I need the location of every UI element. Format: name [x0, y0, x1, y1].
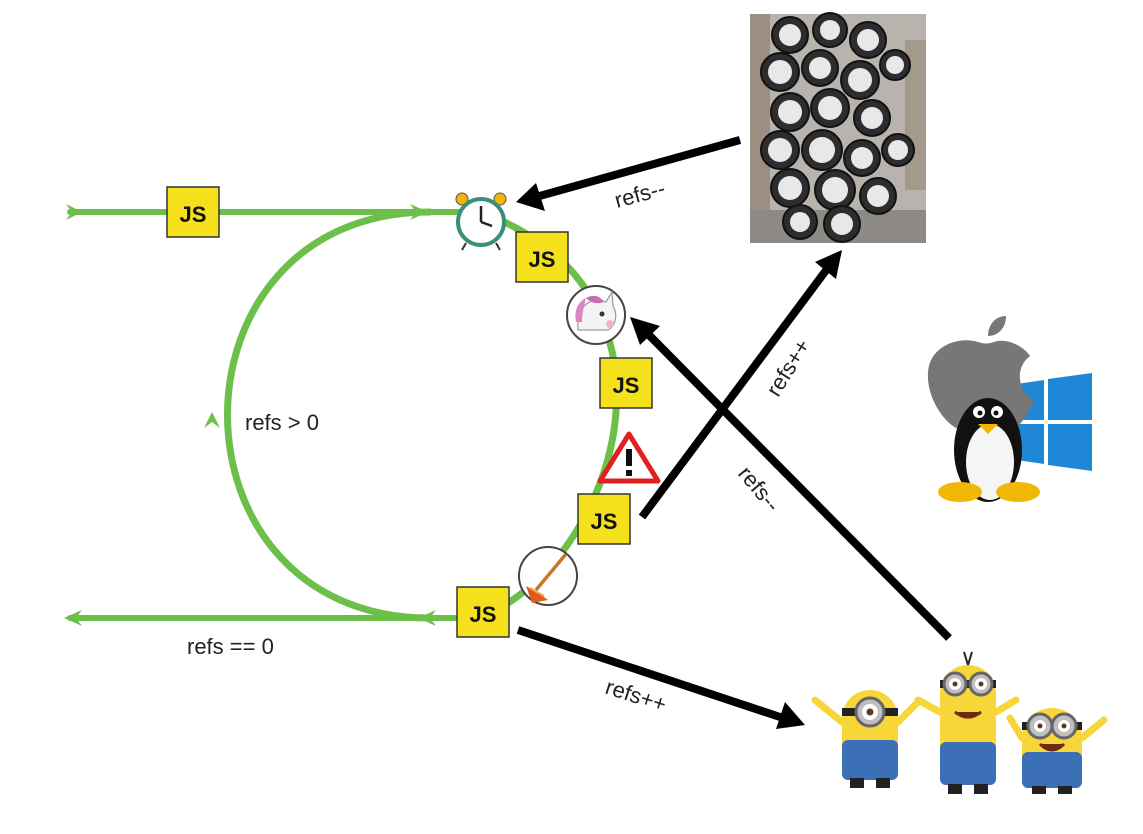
broom-icon [518, 546, 578, 606]
track-chevrons [64, 204, 436, 626]
js-badge: JS [599, 357, 653, 409]
track-left-loop [224, 208, 434, 622]
alarm-clock-icon [455, 192, 507, 251]
arrow-head-icon [815, 250, 842, 279]
chevron-right-icon [66, 204, 82, 220]
chevron-up-icon [204, 412, 220, 428]
reference-arrows [516, 136, 952, 729]
chevron-left-icon [64, 610, 82, 626]
js-badge: JS [577, 493, 631, 545]
js-badge-label: JS [591, 509, 618, 534]
label-refs-decrement-top: refs-- [612, 175, 668, 212]
js-badge: JS [456, 586, 510, 638]
js-badge-label: JS [180, 202, 207, 227]
arrow-shaft [534, 136, 742, 201]
chevron-left-icon [418, 610, 436, 626]
unicorn-icon [566, 285, 626, 345]
label-refs-greater-than-zero: refs > 0 [245, 410, 319, 435]
arrow-shaft [516, 626, 785, 722]
label-refs-equals-zero: refs == 0 [187, 634, 274, 659]
arrow-head-icon [776, 702, 805, 729]
arrow-head-icon [630, 317, 660, 345]
linux-tux-logo [938, 398, 1040, 502]
windows-logo [1010, 373, 1092, 471]
minions-image [811, 651, 1108, 794]
clocks-sculpture-image [750, 12, 926, 243]
warning-icon [597, 431, 661, 484]
arrow-shaft [638, 266, 831, 520]
js-badge: JS [166, 186, 220, 238]
js-badge: JS [515, 231, 569, 283]
chevron-right-icon [410, 204, 428, 220]
js-badge-label: JS [613, 373, 640, 398]
arrow-shaft [643, 329, 952, 641]
js-badge-label: JS [470, 602, 497, 627]
arrow-head-icon [516, 183, 545, 211]
js-badge-label: JS [529, 247, 556, 272]
